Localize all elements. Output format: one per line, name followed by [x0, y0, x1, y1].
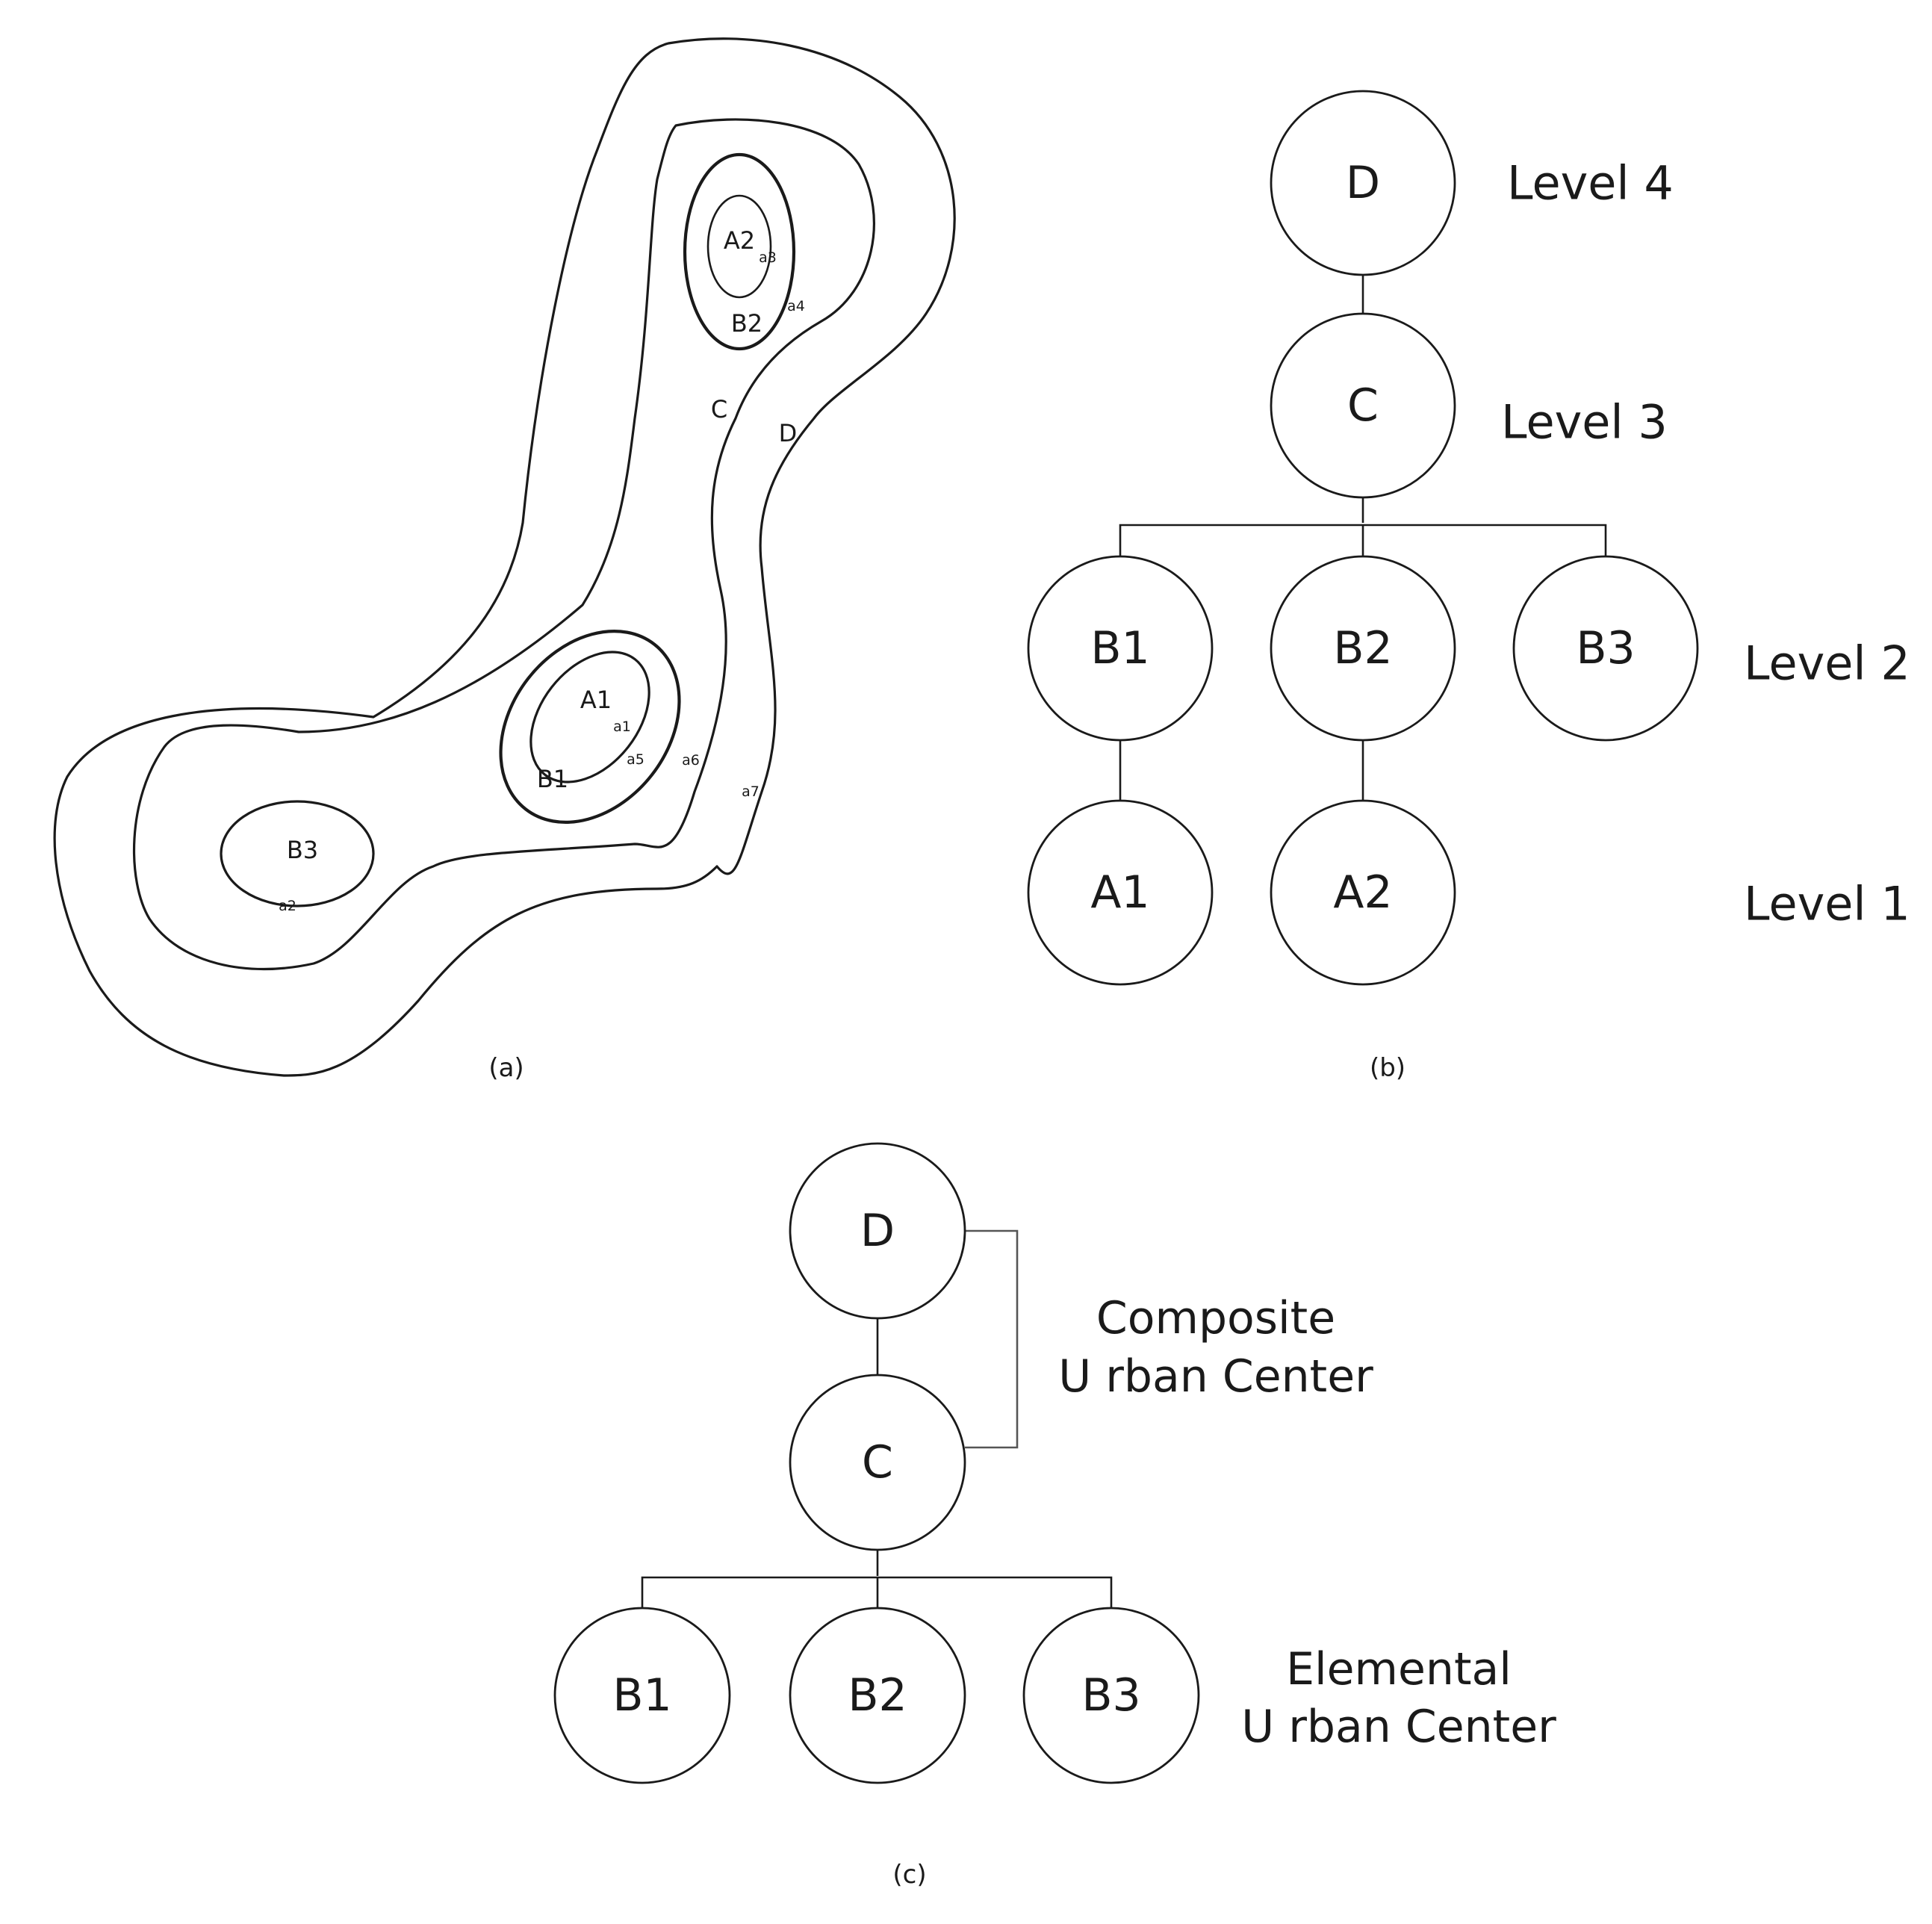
composite-bracket — [965, 1229, 1019, 1449]
node-a1-label: A1 — [1090, 866, 1149, 919]
node-b2 — [789, 1607, 966, 1784]
point-a6: a6 — [682, 752, 700, 769]
label-a1: A1 — [580, 686, 612, 714]
contour-b3 — [220, 800, 375, 907]
node-a2-label: A2 — [1333, 866, 1392, 919]
node-c — [1270, 312, 1456, 499]
point-a5: a5 — [627, 751, 644, 768]
node-d-label: D — [860, 1205, 895, 1257]
contour-b2 — [683, 152, 796, 351]
point-a3: a3 — [759, 249, 777, 266]
point-a7: a7 — [742, 783, 760, 800]
contour-d — [53, 37, 956, 1077]
label-b3: B3 — [287, 836, 318, 864]
node-b3 — [1512, 555, 1699, 742]
node-c — [789, 1374, 966, 1551]
label-c: C — [711, 395, 727, 423]
node-b3 — [1022, 1607, 1200, 1784]
label-b1: B1 — [537, 765, 568, 793]
node-b2-label: B2 — [848, 1669, 907, 1722]
level-3-label: Level 3 — [1501, 395, 1668, 450]
elemental-label-line1: Elemental — [1286, 1643, 1512, 1695]
contour-a2 — [706, 194, 772, 299]
panel-b-level-tree: D C B1 B2 B3 A1 A2 Level 4 Level 3 Level… — [1027, 90, 1910, 1083]
elemental-label-line2: U rban Center — [1241, 1701, 1556, 1753]
node-a2 — [1270, 799, 1456, 986]
node-d — [1270, 90, 1456, 276]
node-c-label: C — [1347, 379, 1379, 432]
node-d — [789, 1142, 966, 1320]
point-a4: a4 — [787, 298, 805, 314]
caption-c: (c) — [892, 1860, 926, 1890]
point-a2: a2 — [279, 898, 296, 914]
composite-label-line1: Composite — [1096, 1292, 1335, 1344]
node-b1-label: B1 — [1090, 622, 1149, 674]
panel-a-contour-map: A2 B2 C D A1 B1 B3 a3 a4 a1 a5 a6 a7 a2 … — [53, 37, 956, 1083]
contour-b1 — [499, 630, 681, 824]
panel-c-composite-tree: D C B1 B2 B3 Composite U rban Center Ele… — [553, 1142, 1556, 1890]
node-b2-label: B2 — [1333, 622, 1392, 674]
node-b1 — [553, 1607, 731, 1784]
node-b3-label: B3 — [1081, 1669, 1140, 1722]
caption-b: (b) — [1370, 1053, 1405, 1083]
label-b2: B2 — [731, 309, 762, 338]
node-b1 — [1027, 555, 1214, 742]
contour-a1 — [529, 651, 650, 783]
label-d: D — [779, 419, 798, 447]
level-2-label: Level 2 — [1744, 636, 1910, 691]
node-b1-label: B1 — [612, 1669, 671, 1722]
node-b2 — [1270, 555, 1456, 742]
level-1-label: Level 1 — [1744, 877, 1910, 931]
composite-label-line2: U rban Center — [1058, 1350, 1373, 1403]
node-c-label: C — [862, 1436, 893, 1489]
node-b3-label: B3 — [1576, 622, 1635, 674]
node-a1 — [1027, 799, 1214, 986]
caption-a: (a) — [488, 1053, 524, 1083]
label-a2: A2 — [724, 226, 755, 255]
node-d-label: D — [1346, 157, 1380, 209]
level-4-label: Level 4 — [1507, 156, 1674, 211]
point-a1: a1 — [613, 719, 631, 735]
contour-c — [132, 118, 875, 971]
